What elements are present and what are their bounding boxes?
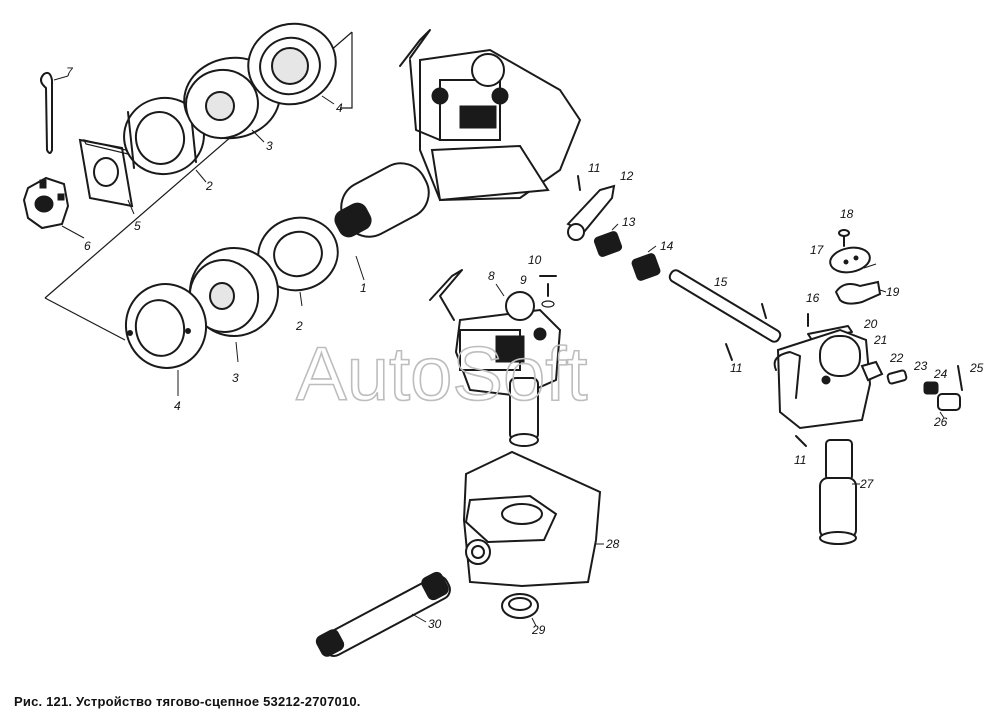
part-15-pin bbox=[668, 269, 782, 361]
callout-7: 7 bbox=[66, 65, 74, 79]
callout-15: 15 bbox=[714, 275, 728, 289]
callout-3-lower: 3 bbox=[232, 371, 239, 385]
upper-hitch-assembly bbox=[334, 29, 582, 281]
callout-26: 26 bbox=[933, 415, 948, 429]
callout-10: 10 bbox=[528, 253, 542, 267]
callout-2-lower: 2 bbox=[295, 319, 303, 333]
callout-20: 20 bbox=[863, 317, 878, 331]
part-28-housing bbox=[462, 450, 604, 588]
watermark-text: AutoSoft bbox=[296, 332, 588, 417]
callout-11-bottom: 11 bbox=[794, 453, 806, 467]
part-21-bracket-assembly bbox=[773, 328, 963, 430]
callout-1: 1 bbox=[360, 281, 367, 295]
figure-caption: Рис. 121. Устройство тягово-сцепное 5321… bbox=[14, 694, 361, 709]
part-29-ring bbox=[501, 593, 539, 627]
callout-23: 23 bbox=[913, 359, 928, 373]
part-4-lower-ring bbox=[124, 283, 208, 396]
callout-8: 8 bbox=[488, 269, 495, 283]
part-27-pin bbox=[795, 435, 860, 545]
callout-21: 21 bbox=[873, 333, 887, 347]
parts-16-to-19 bbox=[807, 229, 887, 341]
callout-2-upper: 2 bbox=[205, 179, 213, 193]
part-3-lower-buffer bbox=[188, 247, 279, 363]
callout-5: 5 bbox=[134, 219, 141, 233]
callout-29: 29 bbox=[531, 623, 546, 637]
part-5-plate bbox=[78, 138, 135, 215]
callout-4-lower: 4 bbox=[174, 399, 181, 413]
part-4-upper-ring bbox=[247, 22, 337, 106]
callout-22: 22 bbox=[889, 351, 904, 365]
callout-11-mid: 11 bbox=[730, 361, 742, 375]
callout-6: 6 bbox=[84, 239, 91, 253]
callout-30: 30 bbox=[428, 617, 442, 631]
callout-3-upper: 3 bbox=[266, 139, 273, 153]
callout-11-top: 11 bbox=[588, 161, 600, 175]
part-30-threaded-rod bbox=[315, 571, 451, 657]
callout-25: 25 bbox=[969, 361, 984, 375]
callout-24: 24 bbox=[933, 367, 948, 381]
part-7-split-pin bbox=[40, 71, 69, 154]
callout-28: 28 bbox=[605, 537, 620, 551]
callout-17: 17 bbox=[810, 243, 825, 257]
callout-13: 13 bbox=[622, 215, 636, 229]
callout-labels: 1 2 2 3 3 4 4 5 6 7 8 9 10 11 11 11 12 1… bbox=[66, 65, 984, 637]
callout-14: 14 bbox=[660, 239, 674, 253]
callout-9: 9 bbox=[520, 273, 527, 287]
callout-27: 27 bbox=[859, 477, 875, 491]
part-6-castle-nut bbox=[22, 176, 85, 239]
central-hitch-assembly bbox=[429, 269, 562, 447]
parts-11-to-14 bbox=[566, 175, 661, 281]
callout-4-upper: 4 bbox=[336, 101, 343, 115]
part-2-lower-ring bbox=[257, 216, 339, 307]
part-2-upper-ring bbox=[123, 96, 207, 183]
callout-12: 12 bbox=[620, 169, 634, 183]
callout-16: 16 bbox=[806, 291, 820, 305]
callout-19: 19 bbox=[886, 285, 900, 299]
callout-18: 18 bbox=[840, 207, 854, 221]
